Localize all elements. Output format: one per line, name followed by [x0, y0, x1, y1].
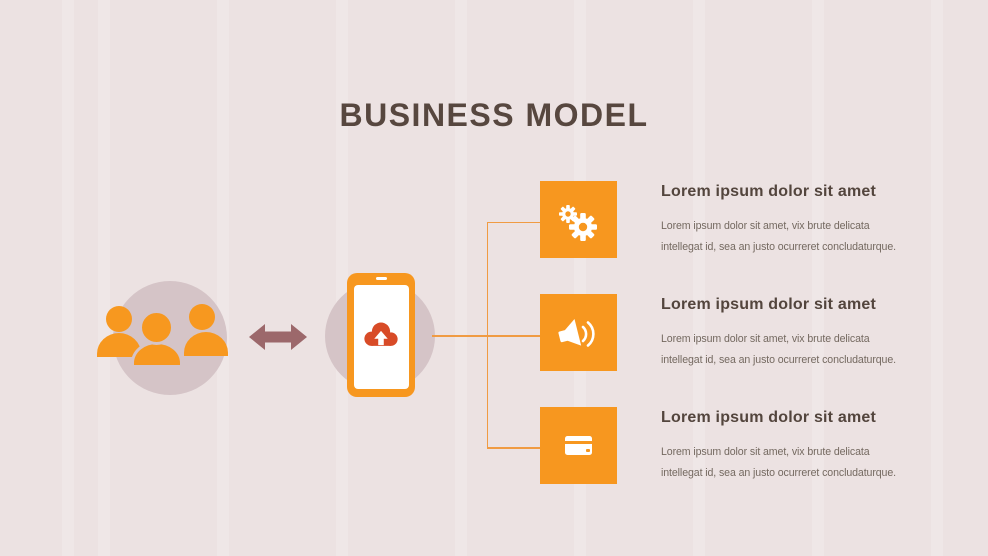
person-right-head — [189, 304, 215, 330]
feature-body-line1: Lorem ipsum dolor sit amet, vix brute de… — [661, 333, 870, 345]
smartphone-icon — [347, 273, 415, 397]
credit-card-chip — [586, 448, 590, 452]
cloud-upload-icon — [364, 322, 398, 346]
phone-speaker — [375, 276, 387, 280]
credit-card-stripe — [565, 440, 592, 444]
gear-large-icon — [569, 213, 597, 241]
feature-body-line1: Lorem ipsum dolor sit amet, vix brute de… — [661, 220, 870, 232]
connector-line-bottom — [486, 447, 542, 449]
connector-line-vertical — [486, 221, 489, 449]
connector-line-top — [486, 221, 542, 224]
person-left-head — [106, 306, 132, 332]
feature-body-line2: intellegat id, sea an justo ocurreret co… — [661, 467, 896, 479]
person-center-head — [139, 310, 174, 345]
feature-text-2: Lorem ipsum dolor sit amet Lorem ipsum d… — [661, 294, 941, 384]
credit-card-icon — [565, 436, 592, 455]
feature-body-line2: intellegat id, sea an justo ocurreret co… — [661, 241, 896, 253]
feature-heading: Lorem ipsum dolor sit amet — [661, 409, 877, 426]
feature-text-3: Lorem ipsum dolor sit amet Lorem ipsum d… — [661, 407, 941, 497]
feature-card-payment — [540, 407, 617, 484]
feature-heading: Lorem ipsum dolor sit amet — [661, 296, 877, 313]
double-headed-arrow-icon — [249, 324, 307, 350]
feature-card-settings — [540, 181, 617, 258]
page-title: BUSINESS MODEL — [339, 97, 649, 134]
feature-heading: Lorem ipsum dolor sit amet — [661, 183, 877, 200]
feature-text-1: Lorem ipsum dolor sit amet Lorem ipsum d… — [661, 181, 941, 271]
megaphone-icon — [558, 318, 595, 347]
feature-body-line2: intellegat id, sea an justo ocurreret co… — [661, 354, 896, 366]
feature-card-marketing — [540, 294, 617, 371]
feature-body-line1: Lorem ipsum dolor sit amet, vix brute de… — [661, 446, 870, 458]
